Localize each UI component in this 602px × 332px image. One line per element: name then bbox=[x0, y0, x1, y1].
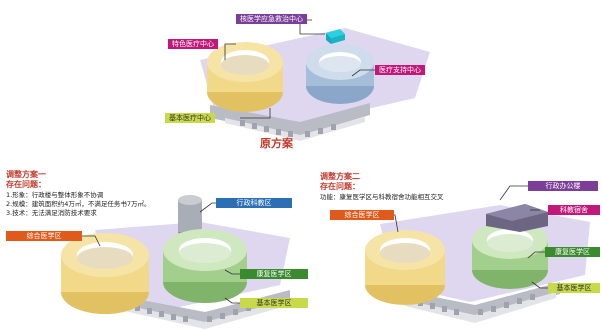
plan1-issue-2: 2.规模：建筑面积约4万㎡，不满足任务书7万㎡。 bbox=[6, 200, 151, 208]
plan1-issue-1: 1.形象：行政楼与整体形象不协调 bbox=[6, 191, 104, 199]
plan1-issues-heading: 存在问题： bbox=[6, 180, 46, 189]
label-basic-center: 基本医疗中心 bbox=[165, 113, 215, 123]
plan1-label-rehab: 康复医学区 bbox=[240, 269, 308, 279]
plan2-title: 调整方案二 bbox=[320, 172, 360, 181]
plan1-title: 调整方案一 bbox=[6, 170, 46, 179]
plan1-model bbox=[61, 195, 290, 329]
original-scheme-model bbox=[200, 28, 430, 141]
plan1-label-admin-edu: 行政科教区 bbox=[216, 198, 292, 208]
plan1-issue-3: 3.技术：无法满足消防技术要求 bbox=[6, 209, 97, 217]
plan1-label-general: 综合医学区 bbox=[6, 231, 82, 241]
original-scheme-caption: 原方案 bbox=[260, 137, 293, 150]
plan2-label-admin-office: 行政办公楼 bbox=[528, 181, 598, 191]
label-specialty-center: 特色医疗中心 bbox=[168, 39, 218, 49]
plan2-issues-heading: 存在问题： bbox=[320, 182, 360, 191]
plan2-label-dorm: 科教宿舍 bbox=[548, 205, 600, 215]
plan2-label-basic: 基本医学区 bbox=[548, 283, 600, 293]
plan2-model bbox=[365, 204, 590, 323]
label-emergency-center: 核医学应急救治中心 bbox=[236, 14, 307, 24]
plan2-label-rehab: 康复医学区 bbox=[545, 247, 600, 257]
plan1-label-basic: 基本医学区 bbox=[240, 298, 308, 308]
plan2-label-general: 综合医学区 bbox=[330, 210, 394, 220]
label-support-center: 医疗支持中心 bbox=[375, 65, 425, 75]
plan2-issue-1: 功能：康复医学区与科教宿舍功能相互交叉 bbox=[320, 193, 444, 201]
